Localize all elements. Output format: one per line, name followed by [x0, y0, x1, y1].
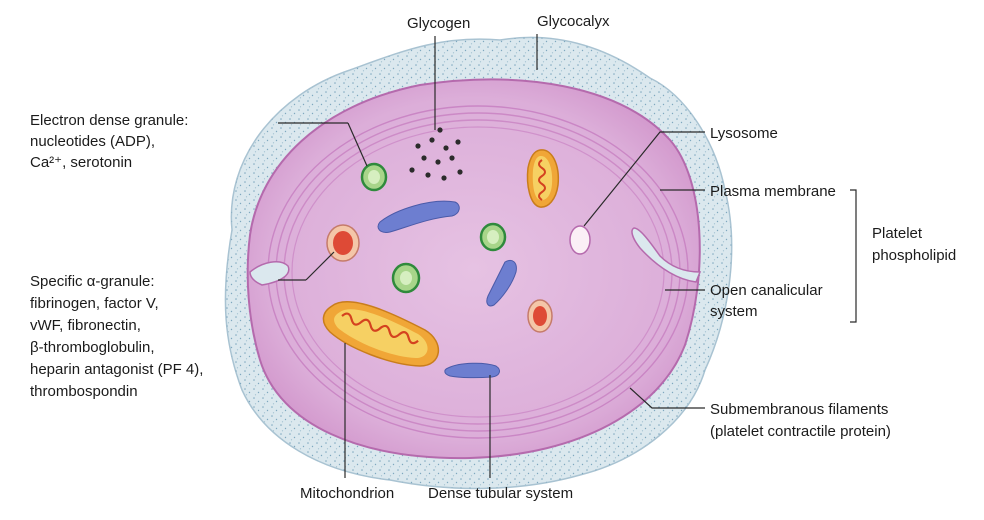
label-open-canalicular-line1: Open canalicular — [710, 282, 823, 299]
label-plasma-membrane: Plasma membrane — [710, 183, 836, 200]
label-platelet-phospholipid-line1: Platelet — [872, 225, 923, 242]
alpha-granule — [327, 225, 359, 261]
dense-granule — [393, 264, 419, 292]
label-specific-granule-line6: thrombospondin — [30, 383, 138, 400]
label-specific-granule-line4: β-thromboglobulin, — [30, 339, 155, 356]
label-mitochondrion: Mitochondrion — [300, 485, 394, 502]
label-specific-granule-line3: vWF, fibronectin, — [30, 317, 141, 334]
label-glycogen: Glycogen — [407, 15, 470, 32]
label-electron-dense-line2: nucleotides (ADP), — [30, 133, 155, 150]
label-platelet-phospholipid-line2: phospholipid — [872, 247, 956, 264]
label-specific-granule-line2: fibrinogen, factor V, — [30, 295, 159, 312]
label-submembranous-line1: Submembranous filaments — [710, 401, 888, 418]
label-electron-dense-line1: Electron dense granule: — [30, 112, 188, 129]
mitochondrion — [528, 150, 559, 207]
cytoplasm — [248, 80, 700, 459]
label-specific-granule-line1: Specific α-granule: — [30, 273, 155, 290]
alpha-granule — [528, 300, 552, 332]
lysosome — [570, 226, 590, 254]
label-electron-dense-line3: Ca²⁺, serotonin — [30, 154, 132, 171]
dense-granule — [481, 224, 505, 250]
label-open-canalicular-line2: system — [710, 303, 758, 320]
label-dense-tubular-system: Dense tubular system — [428, 485, 573, 502]
label-specific-granule-line5: heparin antagonist (PF 4), — [30, 361, 203, 378]
dense-granule — [362, 164, 386, 190]
label-lysosome: Lysosome — [710, 125, 778, 142]
label-glycocalyx: Glycocalyx — [537, 13, 610, 30]
label-submembranous-line2: (platelet contractile protein) — [710, 423, 891, 440]
